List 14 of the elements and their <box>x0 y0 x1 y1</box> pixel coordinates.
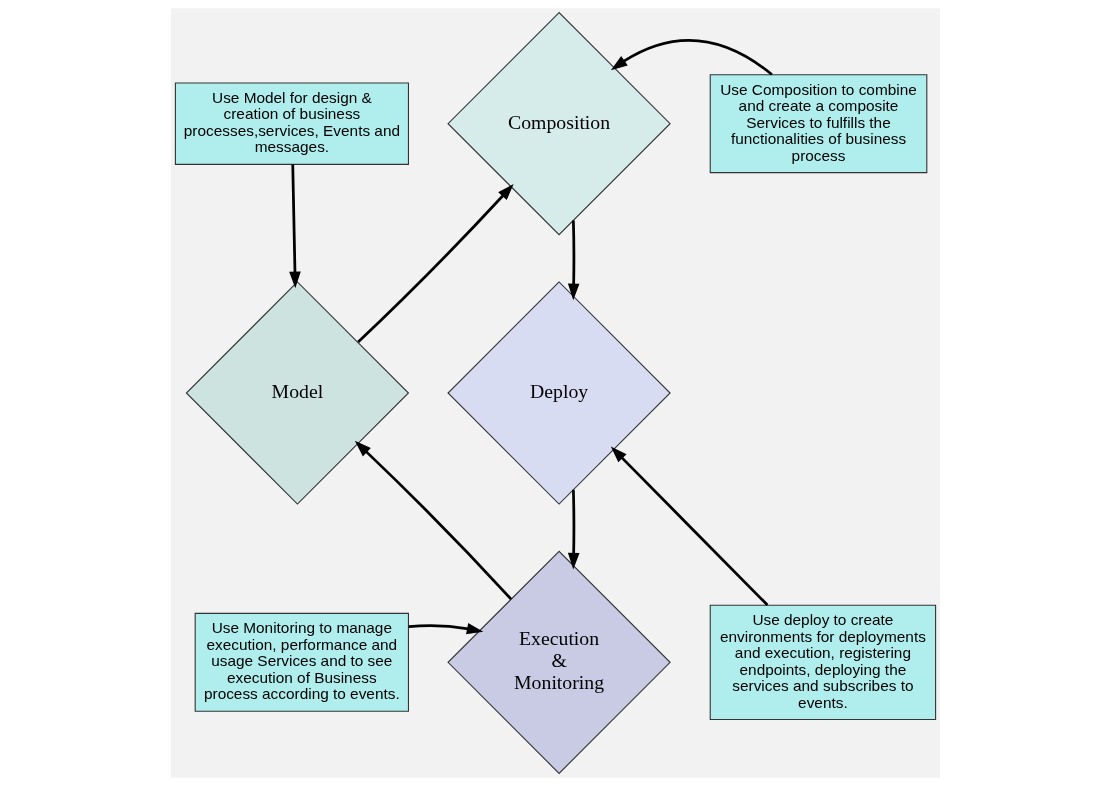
arrow <box>357 184 514 343</box>
arrow <box>408 622 484 635</box>
arrow <box>610 446 769 606</box>
node-box: Use deploy to create environments for deployments and execution, registering endpoints, deploying the services and subscribes to events. <box>709 604 937 721</box>
arrow <box>567 220 580 301</box>
arrow <box>289 164 301 289</box>
node-box: Use Monitoring to manage execution, performance and usage Services and to see execution of Business process according to events. <box>194 612 409 712</box>
node-diamond: Model <box>185 281 410 505</box>
node-box: Use Model for design & creation of business processes,services, Events and messages. <box>174 82 409 165</box>
arrow <box>567 489 580 570</box>
node-diamond: Composition <box>447 11 671 236</box>
node-box: Use Composition to combine and create a composite Services to fulfills the functionalities of business process <box>709 74 928 174</box>
arrow <box>610 39 773 76</box>
arrow <box>354 440 513 601</box>
